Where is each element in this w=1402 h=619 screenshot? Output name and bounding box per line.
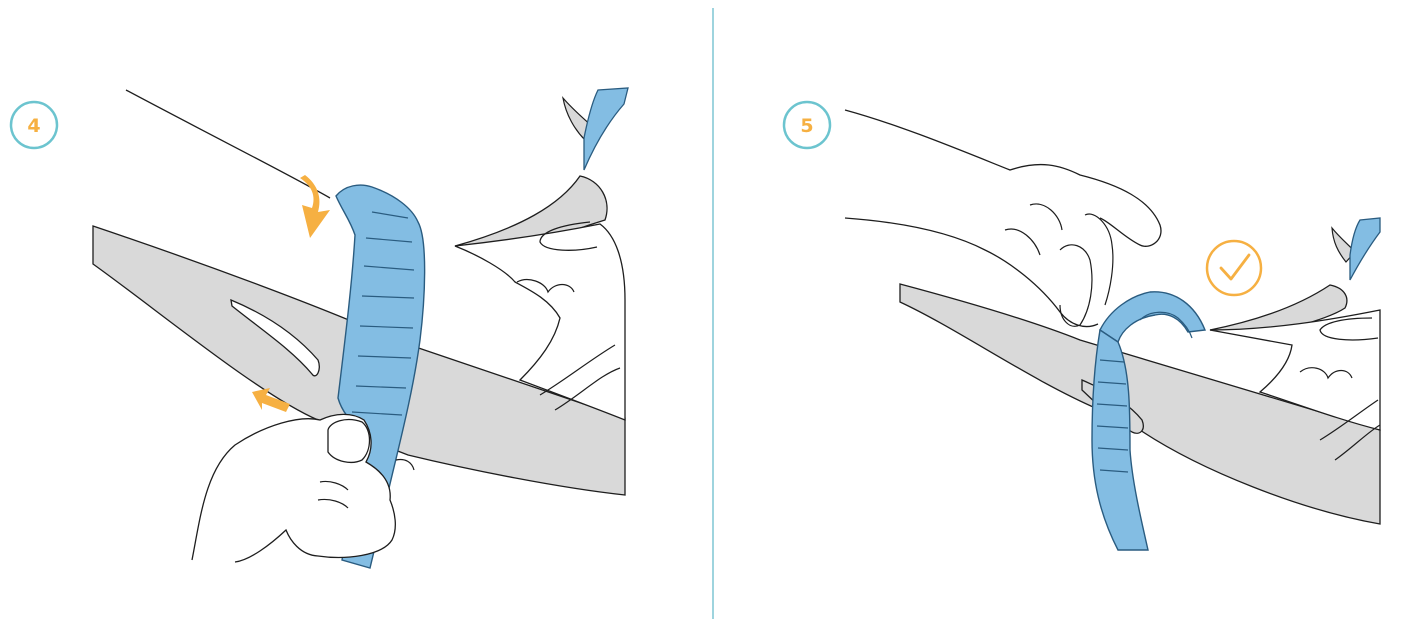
strap-loop: [1100, 292, 1205, 342]
pulling-fingers: [1005, 204, 1113, 326]
step-5-panel: 5: [784, 102, 1380, 550]
holding-thumb: [328, 420, 370, 463]
checkmark-icon: [1207, 241, 1261, 295]
strap-tip-top-5: [1350, 218, 1380, 280]
step-4-number: 4: [27, 115, 40, 137]
step-5-number: 5: [800, 115, 813, 137]
strap-tip-top: [584, 88, 628, 170]
arm-outline: [126, 90, 330, 198]
step-5-badge: 5: [784, 102, 830, 148]
step-4-badge: 4: [11, 102, 57, 148]
pulling-arm: [845, 110, 1161, 246]
step-4-panel: 4: [11, 88, 628, 568]
